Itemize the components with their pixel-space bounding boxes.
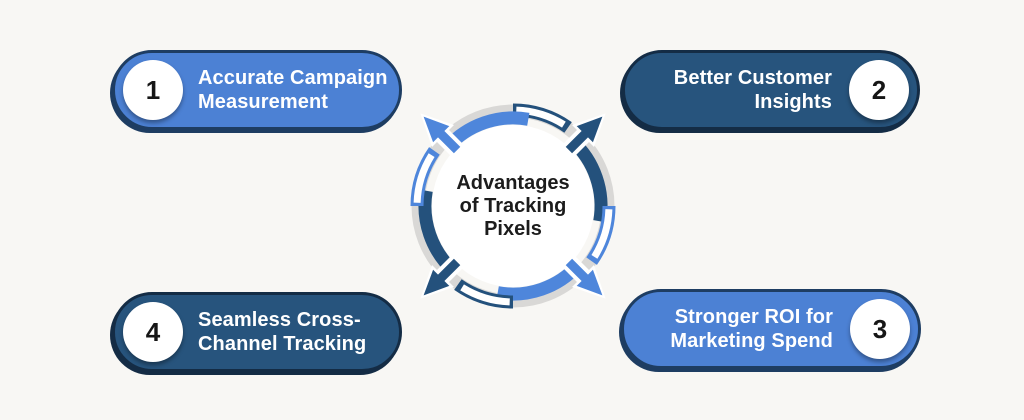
item-4-number: 4	[145, 316, 161, 347]
item-3-label-line1: Stronger ROI for	[674, 306, 833, 328]
hub-swoosh-south-west	[418, 189, 514, 309]
hub-swoosh-north-west	[410, 111, 530, 207]
item-pill-1: 1 Accurate Campaign Measurement	[112, 50, 402, 130]
item-1-label-line1: Accurate Campaign	[198, 67, 388, 89]
arrow-stem	[565, 130, 589, 154]
item-2-number: 2	[871, 74, 887, 105]
item-3-label-line2: Marketing Spend	[670, 330, 833, 352]
arc-tail-cutout	[516, 106, 566, 128]
item-4-label-line2: Channel Tracking	[198, 333, 367, 355]
arrow-head-north-east	[576, 116, 603, 143]
item-pill-3: 3 Stronger ROI for Marketing Spend	[621, 289, 921, 369]
item-pill-2: 2 Better Customer Insights	[622, 50, 920, 130]
item-1-number: 1	[145, 74, 161, 105]
item-1-number-badge: 1	[123, 60, 183, 120]
arrow-stem	[437, 258, 461, 282]
hub-swoosh-north-east	[512, 103, 608, 223]
item-2-number-badge: 2	[849, 60, 909, 120]
item-4-label-line1: Seamless Cross-	[198, 309, 361, 331]
item-1-label-line2: Measurement	[198, 91, 329, 113]
item-2-label-line2: Insights	[754, 91, 832, 113]
item-1-label: Accurate Campaign Measurement	[196, 66, 391, 114]
item-3-number: 3	[872, 313, 888, 344]
arrow-head-south-west	[423, 269, 450, 296]
arc-tail-cutout	[460, 284, 510, 306]
arc-tail-cutout	[591, 209, 613, 259]
item-3-number-badge: 3	[850, 299, 910, 359]
hub-graphic	[383, 76, 643, 336]
item-4-number-badge: 4	[123, 302, 183, 362]
hub-swoosh-south-east	[496, 205, 616, 301]
item-4-label: Seamless Cross- Channel Tracking	[196, 308, 391, 356]
arrow-head-north-west	[423, 116, 450, 143]
arrow-head-south-east	[576, 269, 603, 296]
item-pill-4: 4 Seamless Cross- Channel Tracking	[112, 292, 402, 372]
arrow-stem	[565, 258, 589, 282]
arrow-stem	[437, 130, 461, 154]
arc-tail-cutout	[413, 153, 435, 203]
item-2-label-line1: Better Customer	[673, 67, 832, 89]
item-2-label: Better Customer Insights	[633, 66, 836, 114]
item-3-label: Stronger ROI for Marketing Spend	[632, 305, 837, 353]
hub-rings-svg	[410, 103, 616, 309]
hub-inner-circle	[432, 125, 594, 287]
